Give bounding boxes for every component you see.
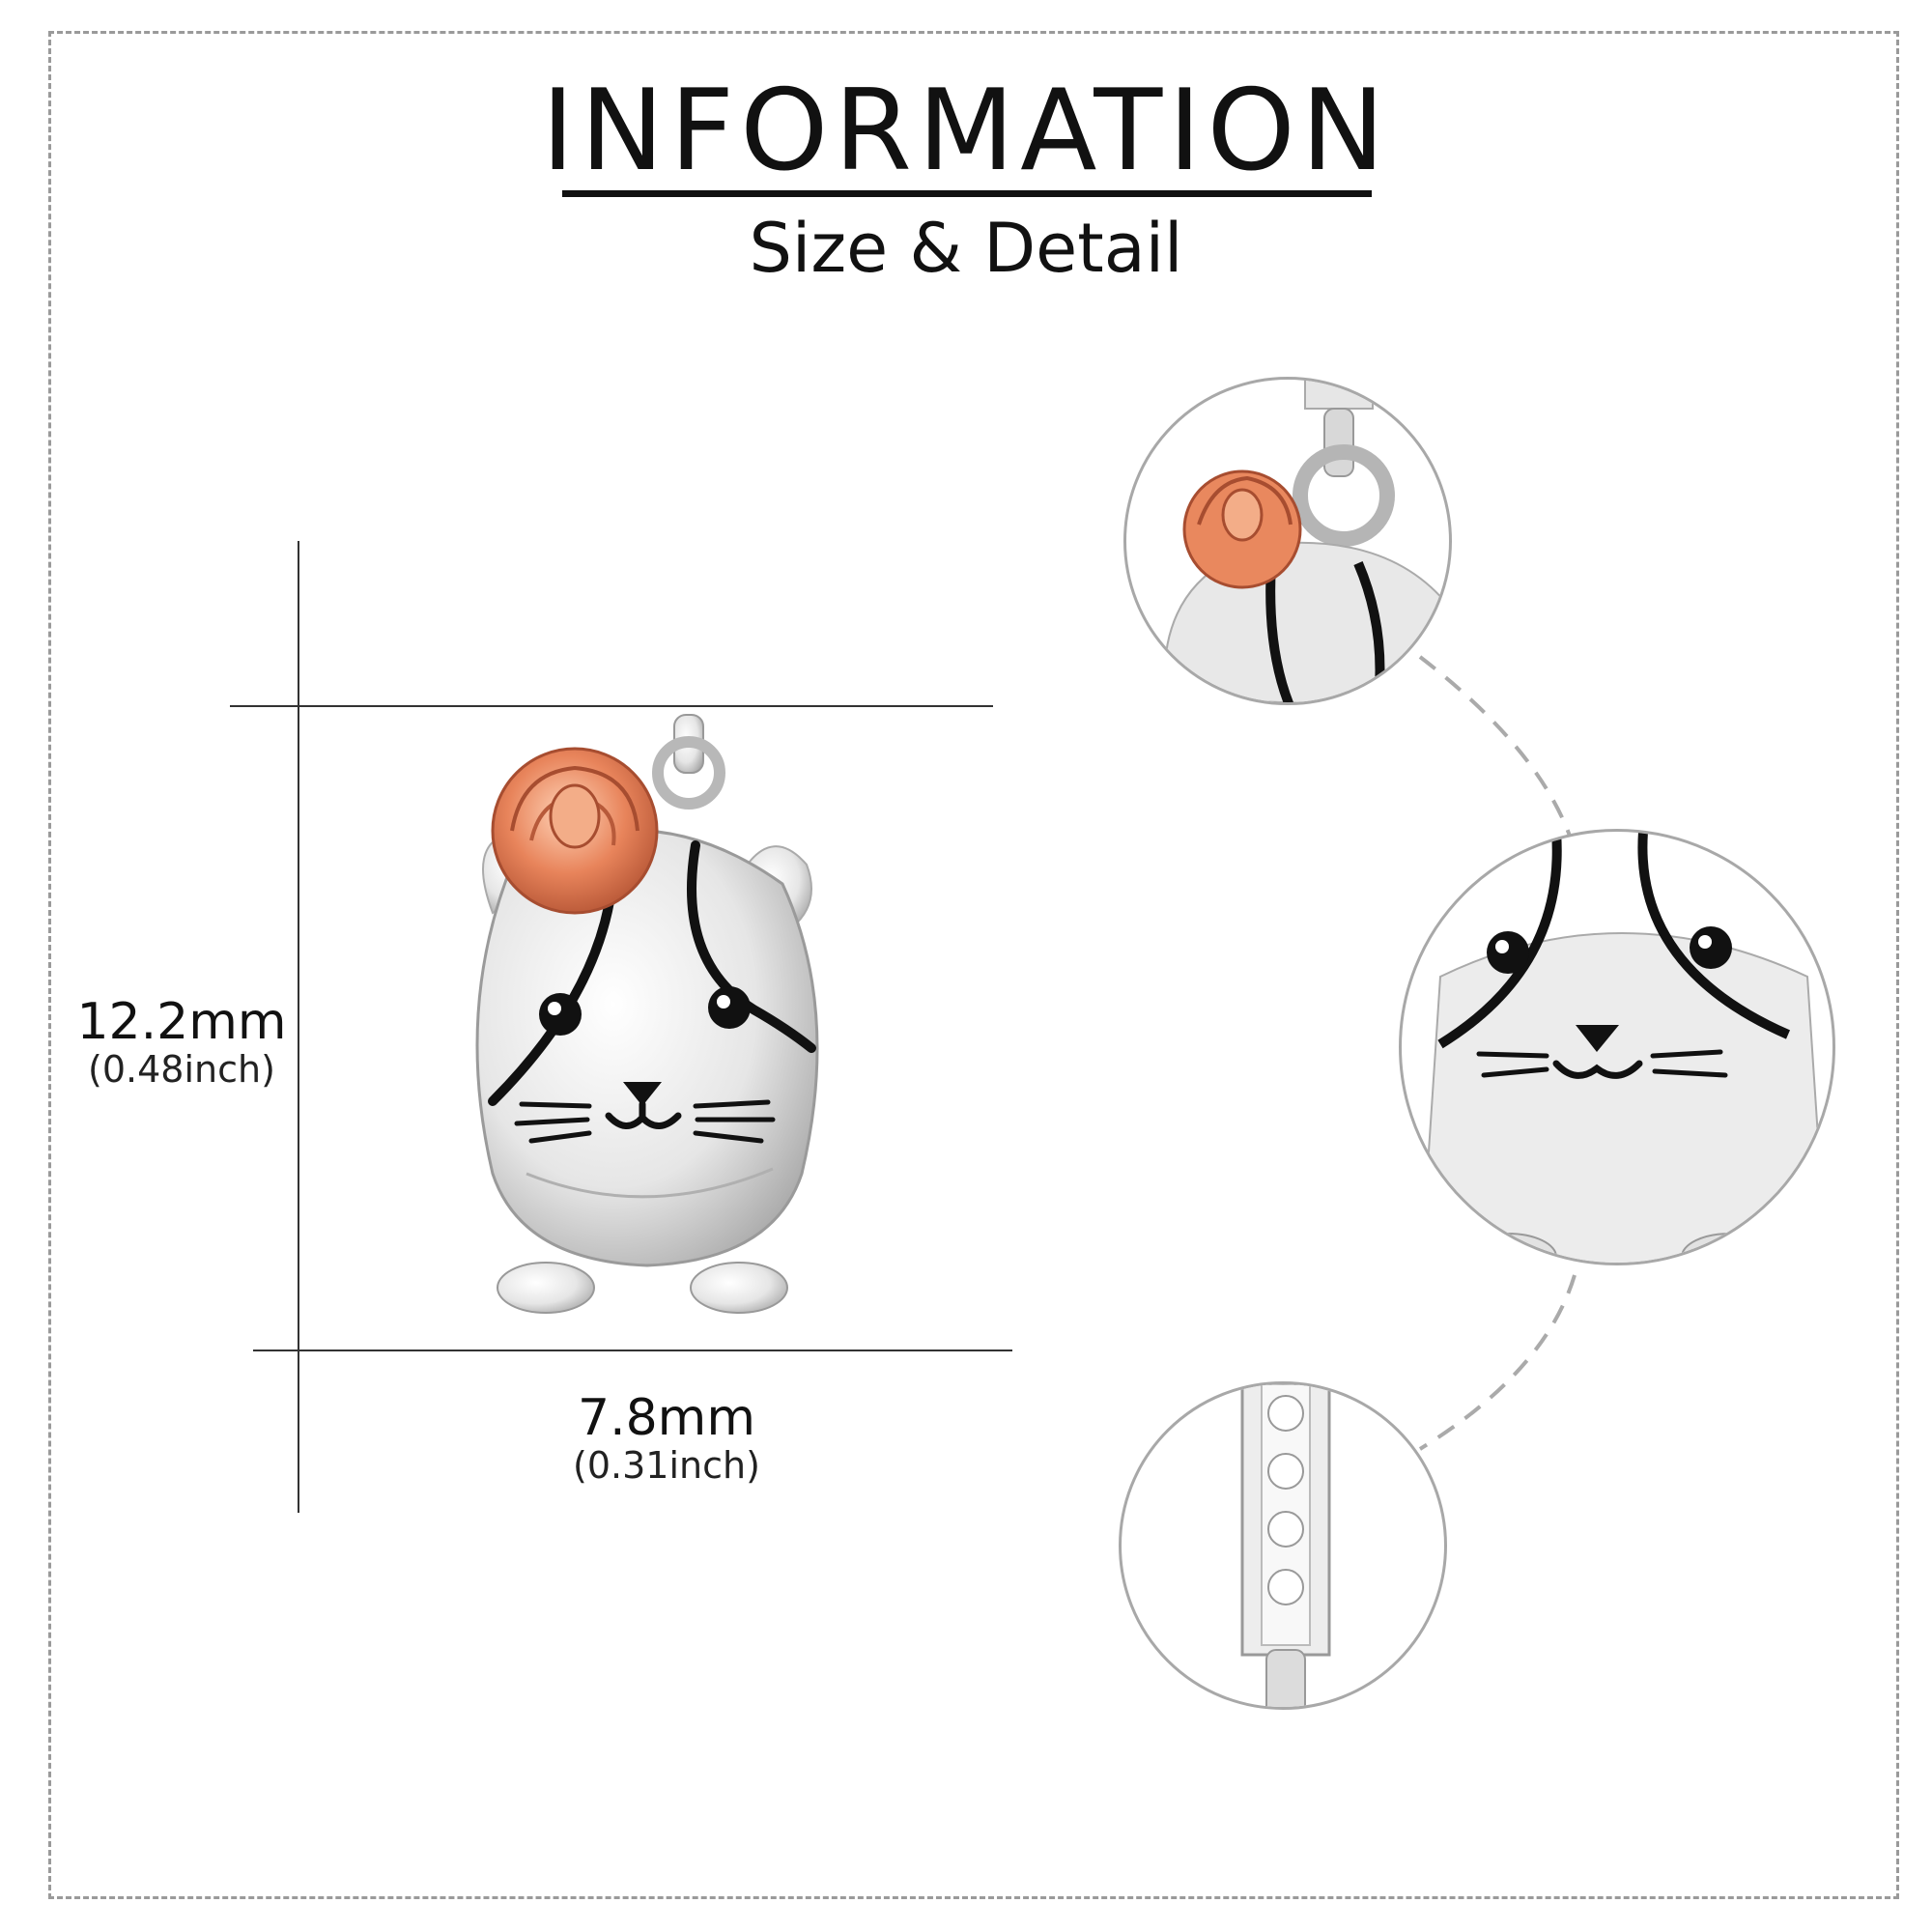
pendant-top-detail-icon bbox=[1163, 380, 1449, 702]
rose-flower-icon bbox=[491, 747, 659, 915]
width-mm: 7.8mm bbox=[577, 1389, 755, 1447]
height-mm: 12.2mm bbox=[76, 993, 287, 1051]
width-label: 7.8mm (0.31inch) bbox=[541, 1389, 792, 1488]
page-subtitle: Size & Detail bbox=[749, 209, 1183, 288]
pendant-face-detail-icon bbox=[1420, 832, 1828, 1263]
height-inch: (0.48inch) bbox=[88, 1048, 275, 1092]
top-guide-line bbox=[230, 705, 993, 707]
guinea-pig-pendant-icon bbox=[475, 714, 819, 1314]
zircon-bail-icon bbox=[1240, 1384, 1331, 1707]
dashed-connector bbox=[1418, 655, 1577, 1451]
vertical-guide-line bbox=[298, 541, 299, 1513]
dashed-frame bbox=[48, 31, 1899, 1899]
title-underline bbox=[562, 190, 1372, 197]
detail-circle-bail bbox=[1119, 1381, 1447, 1710]
page-title: INFORMATION bbox=[541, 66, 1391, 196]
width-inch: (0.31inch) bbox=[573, 1444, 760, 1488]
height-label: 12.2mm (0.48inch) bbox=[66, 993, 298, 1092]
bottom-guide-line bbox=[253, 1350, 1012, 1351]
detail-circle-top bbox=[1123, 377, 1452, 705]
detail-circle-face bbox=[1399, 829, 1835, 1265]
